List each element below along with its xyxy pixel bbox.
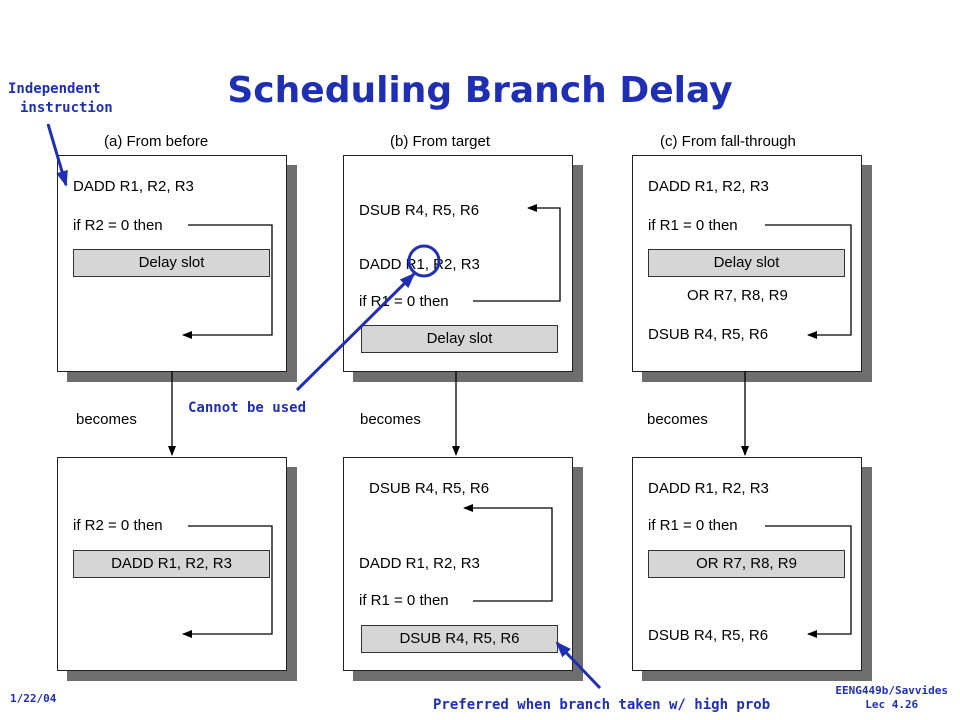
caption-from-fall-through: (c) From fall-through [660,133,796,150]
delay-slot-filled: OR R7, R8, R9 [648,550,845,578]
footer-course-name: EENG449b/Savvides [835,684,948,697]
box-c-after: DADD R1, R2, R3 if R1 = 0 then OR R7, R8… [632,457,862,671]
instr-dadd: DADD R1, R2, R3 [648,178,769,195]
slide-title: Scheduling Branch Delay [227,70,733,111]
instr-dsub: DSUB R4, R5, R6 [359,202,480,219]
delay-slot: Delay slot [648,249,845,277]
box-b-before: DSUB R4, R5, R6 DADD R1, R2, R3 if R1 = … [343,155,573,372]
annotation-marks [46,123,602,690]
delay-slot: Delay slot [361,325,558,353]
footer-lecture: Lec 4.26 [865,698,919,711]
instr-branch: if R2 = 0 then [73,217,163,234]
instr-dadd: DADD R1, R2, R3 [359,555,480,572]
instr-branch: if R1 = 0 then [359,592,449,609]
instr-dsub: DSUB R4, R5, R6 [648,326,769,343]
caption-from-target: (b) From target [390,133,491,150]
instr-dadd: DADD R1, R2, R3 [73,178,194,195]
independent-instruction-note: Independent instruction [8,80,113,118]
instr-dadd: DADD R1, R2, R3 [648,480,769,497]
instr-dsub: DSUB R4, R5, R6 [648,627,769,644]
caption-from-before: (a) From before [104,133,209,150]
becomes-label-a: becomes [76,411,137,428]
instr-dsub: DSUB R4, R5, R6 [369,480,490,497]
becomes-label-c: becomes [647,411,708,428]
cannot-be-used-note: Cannot be used [188,400,307,416]
footer-date: 1/22/04 [10,692,57,705]
becomes-arrows [168,371,749,456]
instr-or: OR R7, R8, R9 [687,287,788,304]
box-a-after: if R2 = 0 then DADD R1, R2, R3 [57,457,287,671]
preferred-note: Preferred when branch taken w/ high prob [433,697,771,713]
delay-slot: Delay slot [73,249,270,277]
instr-branch: if R1 = 0 then [648,217,738,234]
box-c-before: DADD R1, R2, R3 if R1 = 0 then Delay slo… [632,155,862,372]
becomes-label-b: becomes [360,411,421,428]
instr-branch: if R2 = 0 then [73,517,163,534]
instr-branch: if R1 = 0 then [648,517,738,534]
delay-slot-filled: DADD R1, R2, R3 [73,550,270,578]
branch-arrows [182,204,852,638]
box-b-after: DSUB R4, R5, R6 DADD R1, R2, R3 if R1 = … [343,457,573,671]
note-line-1: Independent [8,81,101,97]
footer-course: EENG449b/Savvides Lec 4.26 [835,684,948,712]
delay-slot-filled: DSUB R4, R5, R6 [361,625,558,653]
box-a-before: DADD R1, R2, R3 if R2 = 0 then Delay slo… [57,155,287,372]
note-line-2: instruction [20,100,113,116]
instr-dadd: DADD R1, R2, R3 [359,256,480,273]
